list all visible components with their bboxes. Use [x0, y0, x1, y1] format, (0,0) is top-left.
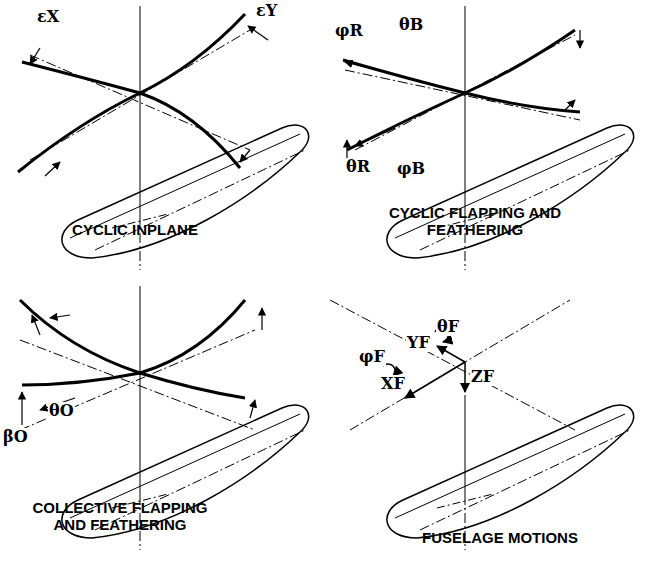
motion-symbol: YF — [406, 334, 431, 352]
motion-symbol: φR — [334, 22, 364, 40]
motion-symbol: βO — [2, 428, 29, 446]
motion-symbol: θB — [398, 16, 424, 34]
panel-caption: CYCLIC INPLANE — [40, 222, 230, 239]
motion-symbol: XF — [380, 375, 406, 393]
panel-caption: COLLECTIVE FLAPPING AND FEATHERING — [20, 500, 220, 533]
motion-symbol: θF — [436, 318, 460, 336]
panel-caption: FUSELAGE MOTIONS — [400, 530, 600, 547]
motion-symbol: θO — [48, 402, 75, 420]
motion-symbol: εX — [36, 8, 60, 26]
motion-symbol: εY — [255, 2, 278, 20]
motion-symbol: φB — [396, 160, 426, 178]
motion-symbol: φF — [358, 348, 386, 366]
motion-symbol: ZF — [470, 368, 495, 386]
motion-symbol: θR — [345, 158, 371, 176]
panel-caption: CYCLIC FLAPPING AND FEATHERING — [375, 205, 575, 238]
